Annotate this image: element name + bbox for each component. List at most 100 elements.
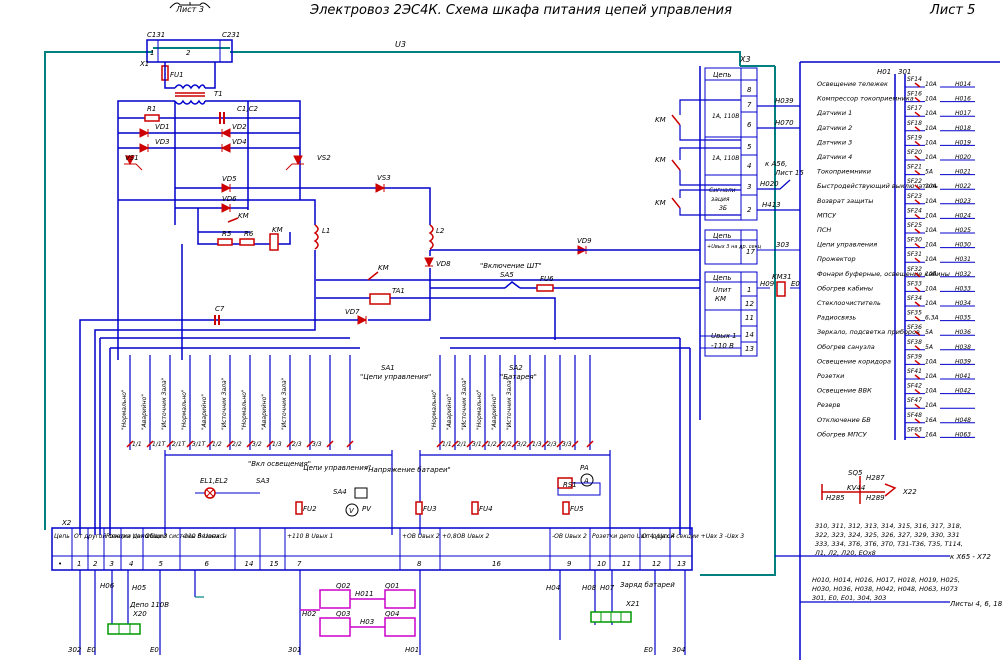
a3-row-7-label: зация [711, 196, 730, 203]
sa2-contact [586, 440, 594, 448]
sa1-contact [206, 440, 214, 448]
note-to-sheets: Листы 4, 6, 18 [949, 600, 1003, 608]
breaker-desc: Освещение ВВК [817, 387, 872, 395]
sa2-contact-label: "Нормально" [476, 389, 483, 430]
label-l2: L2 [436, 227, 445, 235]
sa1-contact [126, 440, 134, 448]
label-c131: C131 [147, 31, 165, 39]
q-switches [300, 589, 416, 637]
sa1-pin: 1/2 [212, 441, 222, 448]
ta1 [369, 293, 391, 305]
label-h285: H285 [826, 494, 845, 502]
terminal-head: Розетка депо Uвх 3 [106, 533, 168, 540]
terminal-cell: +ОВ Uвых 28 [399, 528, 440, 570]
breaker-wire-label: H035 [955, 315, 971, 322]
label-h06: H06 [100, 582, 115, 590]
label-t1: T1 [214, 90, 223, 98]
breaker-sf: SF20 [907, 149, 922, 156]
breaker-contact [914, 403, 921, 409]
a3b-pin-7: 13 [745, 345, 754, 353]
terminal-head: От другой секции +Uвх 3 -Uвх 3 [642, 533, 744, 540]
breaker-contact [914, 155, 921, 161]
sa1-contact-label: "Аварийно" [261, 394, 268, 430]
breaker-sf: SF38 [907, 339, 922, 346]
label-km-3: KM [378, 264, 389, 272]
sa2-contact [571, 440, 579, 448]
breaker-contact [914, 257, 921, 263]
breaker-contact [914, 82, 921, 88]
sa2-pin: 1/2 [487, 441, 497, 448]
breaker-amp: 10A [925, 212, 937, 219]
breaker-amp: 10A [925, 125, 937, 132]
sa2-pin: 1/3 [532, 441, 542, 448]
label-c7: C7 [215, 305, 225, 313]
breaker-wire-label: H038 [955, 344, 971, 351]
connector-x21 [590, 611, 632, 623]
sa1-pin: 3/3 [312, 441, 322, 448]
a3b-pin-6: 14 [745, 331, 754, 339]
terminal-cell: 11 [609, 528, 631, 570]
label-ta1: TA1 [392, 287, 405, 295]
sa2-pin: 2/1 [457, 441, 467, 448]
a3-out-wires [757, 105, 800, 211]
label-e0-right: E0 [791, 280, 800, 288]
sa2-contact [511, 440, 519, 448]
label-vd9: VD9 [577, 237, 592, 245]
terminal-head: Цепь [54, 533, 70, 540]
breaker-sf: SF42 [907, 383, 922, 390]
sheet-ref-top: Лист 3 [175, 5, 204, 14]
sheet-number: Лист 5 [929, 3, 975, 18]
breaker-sf: SF18 [907, 120, 922, 127]
breaker-contact [914, 140, 921, 146]
diagram-title: Электровоз 2ЭС4К. Схема шкафа питания це… [309, 3, 732, 18]
terminal-pin: 8 [417, 560, 422, 568]
terminal-cell: -110 В Uвых 16 [179, 528, 226, 570]
label-sa5-name: "Включение ШТ" [480, 262, 542, 270]
terminal-pin: 14 [245, 560, 254, 568]
breaker-sf: SF63 [907, 426, 922, 433]
breaker-desc: Обогрев кабины [817, 284, 873, 292]
sa2-contact [481, 440, 489, 448]
breaker-wire-label: H041 [955, 373, 971, 380]
label-sa3: SA3 [256, 477, 270, 485]
breaker-contact [914, 432, 921, 438]
label-depo: Депо 110В [129, 601, 169, 609]
breaker-wire-label: H025 [955, 227, 971, 234]
label-x22: X22 [902, 488, 917, 496]
breaker-desc: Обогрев МПСУ [817, 430, 868, 438]
label-vs3: VS3 [377, 174, 391, 182]
terminal-cell: Розетка депо Uвх 33 [103, 528, 168, 570]
label-sa5: SA5 [500, 271, 514, 279]
breaker-contact [914, 286, 921, 292]
label-vd4: VD4 [232, 138, 247, 146]
a3-row-4-pin: 5 [747, 143, 752, 151]
km-contact [367, 271, 379, 281]
label-h020: H020 [760, 180, 779, 188]
breaker-desc: Стеклоочиститель [817, 299, 881, 307]
breaker-sf: SF34 [907, 295, 922, 302]
terminal-cell: -ОВ Uвых 29 [549, 528, 587, 570]
connector-x20 [107, 623, 141, 635]
breaker-desc: Зеркало, подсветка приборов [817, 328, 920, 336]
label-u3: U3 [395, 40, 406, 49]
km31-coil [776, 281, 786, 297]
breaker-amp: 10A [925, 242, 937, 249]
label-304: 304 [672, 646, 685, 654]
resistor-r1 [144, 114, 160, 122]
label-h039: H039 [775, 97, 794, 105]
label-km-2: KM [272, 226, 283, 234]
thyristors [124, 155, 304, 171]
sa1-pin: 3/1Т [192, 441, 207, 448]
switch-sa5 [504, 281, 521, 289]
label-h02: H02 [302, 610, 317, 618]
sa1-contact [346, 440, 354, 448]
breaker-sf: SF21 [907, 164, 922, 171]
breaker-amp: 10A [925, 96, 937, 103]
note-line: 333, 334, 3Т6, 3Т6, 3Т0, Т31-Т36, Т35, Т… [815, 540, 963, 548]
label-fu2: FU2 [303, 505, 317, 513]
